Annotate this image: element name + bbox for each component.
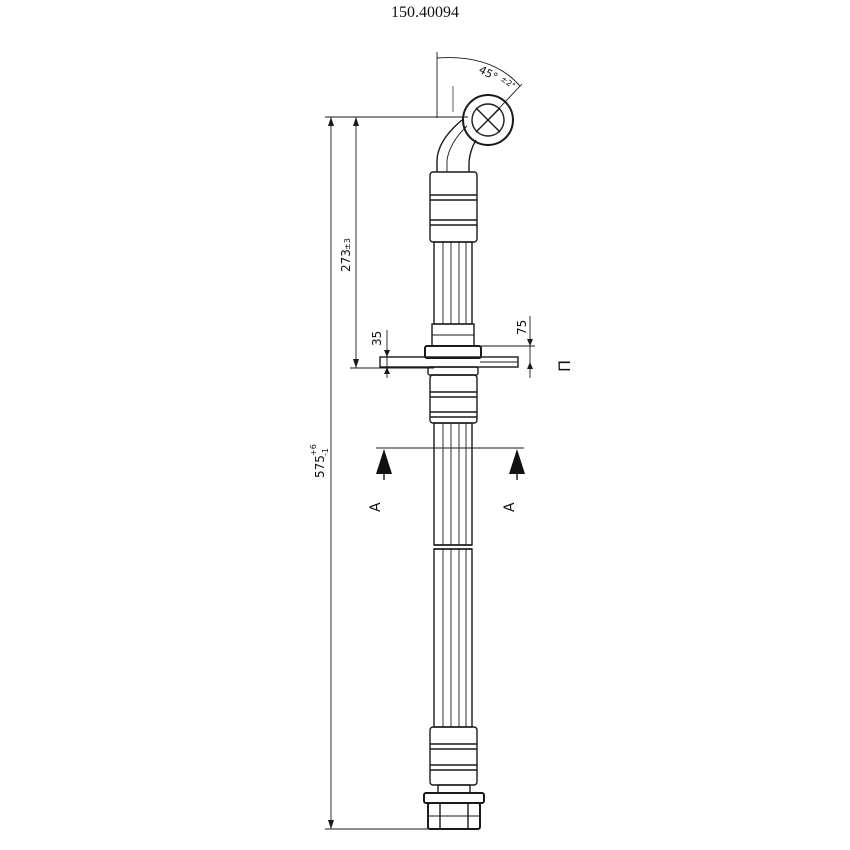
angle-dimension: 45° ±2° bbox=[436, 52, 523, 121]
dimension-575: 575 +6 -1 bbox=[309, 116, 428, 830]
section-label-right: A bbox=[502, 502, 518, 512]
dim-75-value: 75 bbox=[515, 320, 529, 335]
upper-ferrule bbox=[429, 171, 478, 243]
angle-value: 45° bbox=[477, 63, 500, 84]
dim-575-value: 575 bbox=[313, 455, 327, 478]
lower-hose bbox=[433, 548, 473, 728]
lower-ferrule bbox=[429, 726, 478, 786]
dim-273-value: 273 bbox=[339, 249, 353, 272]
bracket-view-mark: Π bbox=[555, 360, 574, 372]
dim-575-upper-tol: +6 bbox=[309, 444, 318, 456]
dimension-273: 273 ±3 bbox=[339, 116, 468, 369]
bracket-mark-symbol: Π bbox=[555, 360, 574, 372]
angle-tolerance: ±2° bbox=[499, 74, 517, 90]
upper-hose bbox=[433, 241, 473, 325]
dim-35-value: 35 bbox=[370, 331, 384, 346]
mounting-bracket bbox=[379, 323, 519, 376]
dimension-75: 75 bbox=[474, 316, 535, 378]
section-label-left: A bbox=[368, 502, 384, 512]
section-cut: A A bbox=[368, 447, 525, 512]
middle-hose bbox=[433, 422, 473, 550]
middle-ferrule bbox=[429, 374, 478, 424]
dim-273-tolerance: ±3 bbox=[343, 238, 352, 250]
dimension-35: 35 bbox=[370, 330, 392, 378]
banjo-fitting bbox=[436, 94, 514, 172]
dim-575-lower-tol: -1 bbox=[321, 448, 330, 456]
part-number-title: 150.40094 bbox=[391, 4, 459, 21]
bottom-fitting bbox=[423, 784, 485, 830]
